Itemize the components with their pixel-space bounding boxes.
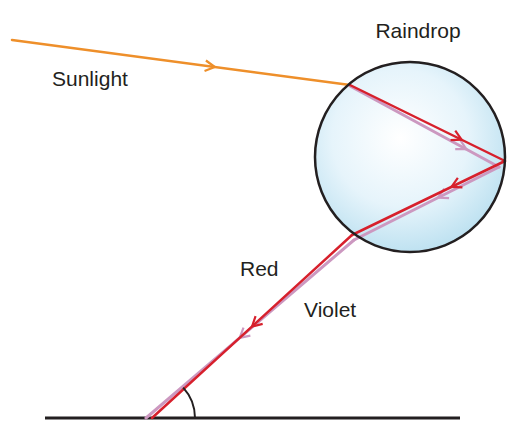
light-ray — [354, 167, 499, 240]
ray-label: Sunlight — [52, 66, 128, 91]
circle-outline — [315, 62, 505, 252]
light-ray — [152, 235, 352, 418]
ray-arrowhead — [252, 316, 263, 326]
raindrop-circle: Raindrop — [315, 62, 505, 252]
ray-arrowhead — [205, 60, 215, 70]
ray-arrowhead — [451, 178, 462, 187]
raindrop-fill — [315, 62, 505, 252]
ray-arrowhead — [451, 131, 462, 140]
ground-line — [45, 417, 460, 420]
light-ray — [350, 86, 499, 167]
angle-arc — [183, 388, 195, 418]
node-heading: Raindrop — [375, 18, 460, 43]
light-ray — [352, 161, 505, 235]
ray-label: Red — [240, 256, 279, 281]
light-rays — [12, 40, 505, 418]
ray-label: Violet — [304, 297, 356, 322]
circle-outline — [315, 62, 505, 252]
